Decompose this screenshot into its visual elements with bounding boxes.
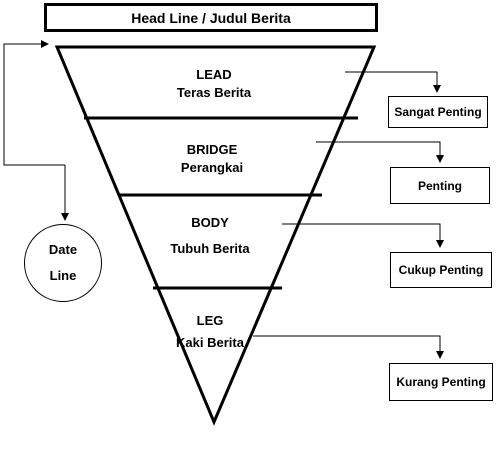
connector-bridge [316, 141, 444, 163]
connector-leg [253, 335, 444, 359]
dateline-line1: Date [48, 242, 78, 257]
connector-body [282, 223, 444, 248]
importance-leg-text: Kurang Penting [396, 375, 486, 389]
segment-lead-title: LEAD [196, 67, 232, 82]
importance-bridge-text: Penting [418, 178, 462, 193]
segment-bridge-title: BRIDGE [186, 142, 238, 157]
segment-leg-subtitle: Kaki Berita [176, 335, 244, 350]
dateline-circle: Date Line [24, 224, 102, 302]
segment-lead: LEAD Teras Berita [114, 66, 314, 102]
connector-dateline [3, 40, 65, 166]
importance-box-body: Cukup Penting [390, 252, 492, 288]
connector-lead [345, 71, 441, 93]
importance-body-text: Cukup Penting [398, 263, 484, 277]
headline-text: Head Line / Judul Berita [131, 9, 291, 26]
segment-leg-title: LEG [196, 313, 224, 328]
segment-body-title: BODY [191, 215, 229, 230]
segment-leg: LEG Kaki Berita [110, 312, 310, 352]
dateline-line2: Line [49, 268, 77, 283]
headline-box: Head Line / Judul Berita [44, 3, 378, 32]
segment-bridge: BRIDGE Perangkai [112, 141, 312, 177]
inverted-pyramid [54, 45, 377, 426]
segment-bridge-subtitle: Perangkai [180, 160, 244, 175]
importance-box-lead: Sangat Penting [388, 96, 488, 128]
importance-lead-text: Sangat Penting [394, 105, 482, 119]
segment-lead-subtitle: Teras Berita [176, 85, 252, 100]
importance-box-leg: Kurang Penting [389, 363, 493, 401]
segment-body-subtitle: Tubuh Berita [170, 241, 250, 256]
segment-body: BODY Tubuh Berita [110, 214, 310, 258]
importance-box-bridge: Penting [390, 167, 490, 204]
